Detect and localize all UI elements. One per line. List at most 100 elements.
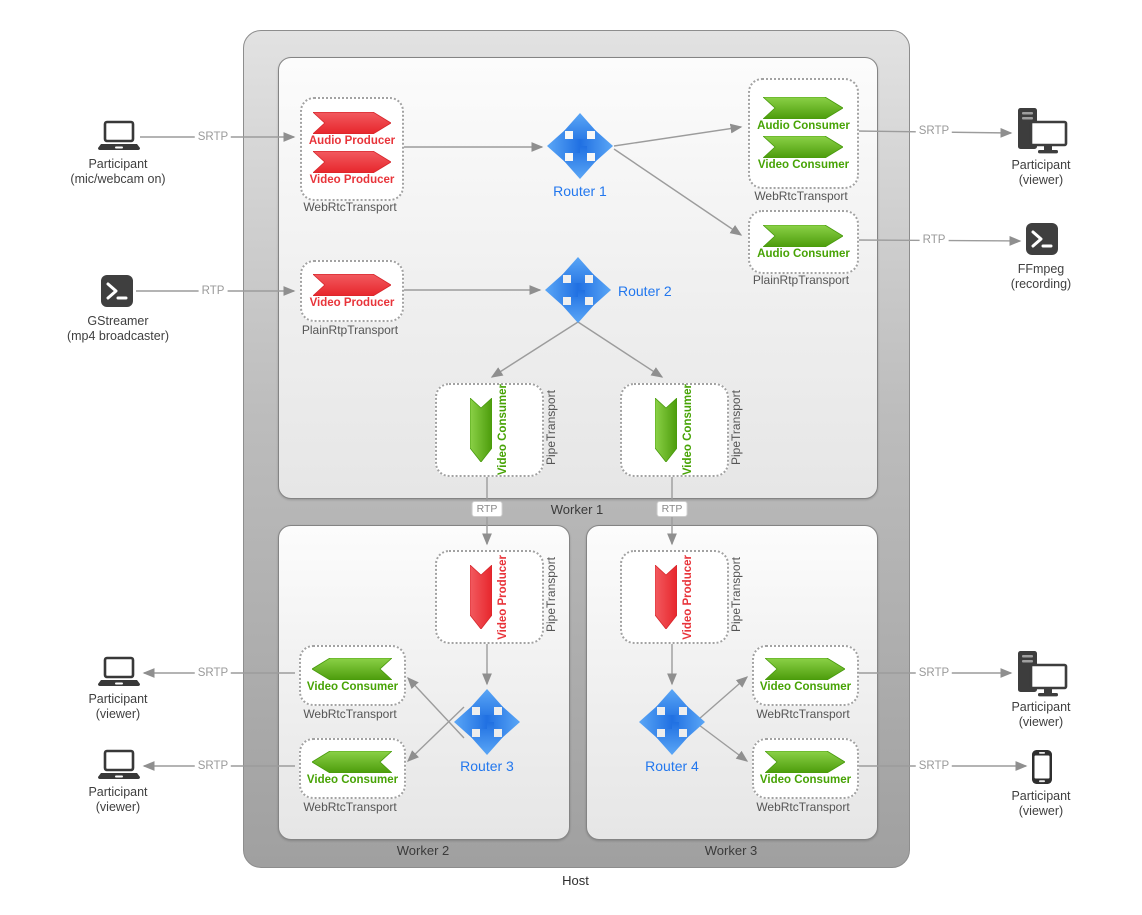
audio-producer-label: Audio Producer <box>308 135 396 147</box>
router-icon <box>547 113 613 179</box>
video-consumer-label: Video Consumer <box>497 384 509 476</box>
video-consumer-arrow-icon <box>655 398 677 462</box>
gstreamer-label: GStreamer (mp4 broadcaster) <box>43 314 193 344</box>
viewer-line1: Participant <box>1011 158 1071 172</box>
audio-producer: Audio Producer <box>309 112 395 147</box>
laptop-icon <box>98 656 140 686</box>
participant-viewer-left-a <box>96 656 142 688</box>
video-producer-arrow-icon <box>312 151 391 173</box>
video-consumer-arrow-icon <box>312 751 393 773</box>
audio-consumer-arrow-icon <box>763 96 844 119</box>
transport-box-plainrtp-producer: Video Producer <box>300 260 404 322</box>
router3 <box>453 688 521 756</box>
video-consumer-label: Video Consumer <box>682 384 694 476</box>
transport-box-pipe-a: Video Consumer <box>435 383 544 477</box>
viewer-line2: (viewer) <box>1018 715 1064 729</box>
rtp-label-ffmpeg: RTP <box>919 234 949 246</box>
pipe-transport-label: PipeTransport <box>729 557 743 633</box>
participant-viewer-left-b <box>96 749 142 781</box>
video-producer-arrow-icon <box>655 565 677 629</box>
transport-box-webrtc-consumer-w2a: Video Consumer <box>299 645 406 706</box>
ffmpeg-line1: FFmpeg <box>1017 262 1065 276</box>
srtp-label-viewer-left-b: SRTP <box>194 760 232 772</box>
video-consumer-label: Video Consumer <box>306 774 399 786</box>
participant-sender-label: Participant (mic/webcam on) <box>43 157 193 187</box>
audio-consumer-label: Audio Consumer <box>757 119 850 132</box>
participant-viewer-right-top-label: Participant (viewer) <box>966 158 1116 188</box>
participant-sender-line1: Participant <box>88 157 148 171</box>
transport-box-webrtc-consumer-w3a: Video Consumer <box>752 645 859 706</box>
srtp-label-sender: SRTP <box>194 131 232 143</box>
gstreamer-line2: (mp4 broadcaster) <box>66 329 170 343</box>
video-consumer-label: Video Consumer <box>757 158 850 171</box>
participant-viewer-right-mid-label: Participant (viewer) <box>966 700 1116 730</box>
video-producer: Video Producer <box>309 273 395 309</box>
desktop-computer-icon <box>1018 108 1068 154</box>
webrtc-transport-label: WebRtcTransport <box>756 800 850 814</box>
plainrtp-transport-label: PlainRtpTransport <box>301 323 399 337</box>
transport-box-webrtc-consumers: Audio Consumer Video Consumer <box>748 78 859 189</box>
audio-consumer: Audio Consumer <box>757 224 850 260</box>
webrtc-transport-label: WebRtcTransport <box>303 800 397 814</box>
rtp-badge-pipe-a: RTP <box>471 501 503 517</box>
router2 <box>544 256 612 324</box>
transport-box-plainrtp-consumer: Audio Consumer <box>748 210 859 274</box>
terminal-icon <box>101 275 133 307</box>
worker3-label: Worker 3 <box>704 843 758 858</box>
participant-viewer-right-bottom <box>1031 749 1053 785</box>
video-consumer: Video Consumer <box>757 135 850 171</box>
webrtc-transport-label: WebRtcTransport <box>303 200 397 214</box>
video-producer: Video Producer <box>309 151 395 186</box>
video-consumer-arrow-icon <box>763 135 844 158</box>
router4-label: Router 4 <box>645 758 699 774</box>
pipe-transport-label: PipeTransport <box>729 390 743 466</box>
transport-box-pipe-worker3: Video Producer <box>620 550 729 644</box>
pipe-transport-label: PipeTransport <box>544 390 558 466</box>
video-consumer: Video Consumer <box>307 751 398 786</box>
ffmpeg <box>1025 222 1059 256</box>
viewer-line1: Participant <box>88 785 148 799</box>
rtp-label-gstreamer: RTP <box>198 285 228 297</box>
worker1-label: Worker 1 <box>550 502 604 517</box>
video-consumer-arrow-icon <box>765 658 846 680</box>
audio-producer-arrow-icon <box>312 112 391 134</box>
participant-viewer-left-b-label: Participant (viewer) <box>43 785 193 815</box>
transport-box-webrtc-consumer-w2b: Video Consumer <box>299 738 406 799</box>
participant-viewer-left-a-label: Participant (viewer) <box>43 692 193 722</box>
video-consumer-arrow-icon <box>765 751 846 773</box>
video-consumer-label: Video Consumer <box>759 774 852 786</box>
webrtc-transport-label: WebRtcTransport <box>756 707 850 721</box>
router-icon <box>639 689 705 755</box>
host-label: Host <box>562 873 589 888</box>
viewer-line1: Participant <box>1011 700 1071 714</box>
pipe-transport-label: PipeTransport <box>544 557 558 633</box>
viewer-line2: (viewer) <box>1018 173 1064 187</box>
gstreamer <box>100 274 134 308</box>
viewer-line1: Participant <box>88 692 148 706</box>
video-producer-label: Video Producer <box>497 554 509 640</box>
router4 <box>638 688 706 756</box>
ffmpeg-label: FFmpeg (recording) <box>966 262 1116 292</box>
router-icon <box>545 257 611 323</box>
desktop-computer-icon <box>1018 651 1068 697</box>
laptop-icon <box>98 120 140 150</box>
ffmpeg-line2: (recording) <box>1010 277 1072 291</box>
participant-viewer-right-mid <box>1016 650 1068 698</box>
video-consumer-label: Video Consumer <box>306 681 399 693</box>
router-icon <box>454 689 520 755</box>
plainrtp-transport-label: PlainRtpTransport <box>752 273 850 287</box>
video-producer-label: Video Producer <box>309 296 395 309</box>
router3-label: Router 3 <box>460 758 514 774</box>
viewer-line2: (viewer) <box>1018 804 1064 818</box>
webrtc-transport-label: WebRtcTransport <box>303 707 397 721</box>
participant-viewer-right-bottom-label: Participant (viewer) <box>966 789 1116 819</box>
audio-consumer: Audio Consumer <box>757 96 850 132</box>
smartphone-icon <box>1032 750 1052 784</box>
video-consumer-arrow-icon <box>470 398 492 462</box>
video-consumer-arrow-icon <box>312 658 393 680</box>
srtp-label-viewer-left-a: SRTP <box>194 667 232 679</box>
srtp-label-viewer-top: SRTP <box>915 125 953 137</box>
video-producer-arrow-icon <box>312 273 391 296</box>
video-producer-label: Video Producer <box>309 174 395 186</box>
